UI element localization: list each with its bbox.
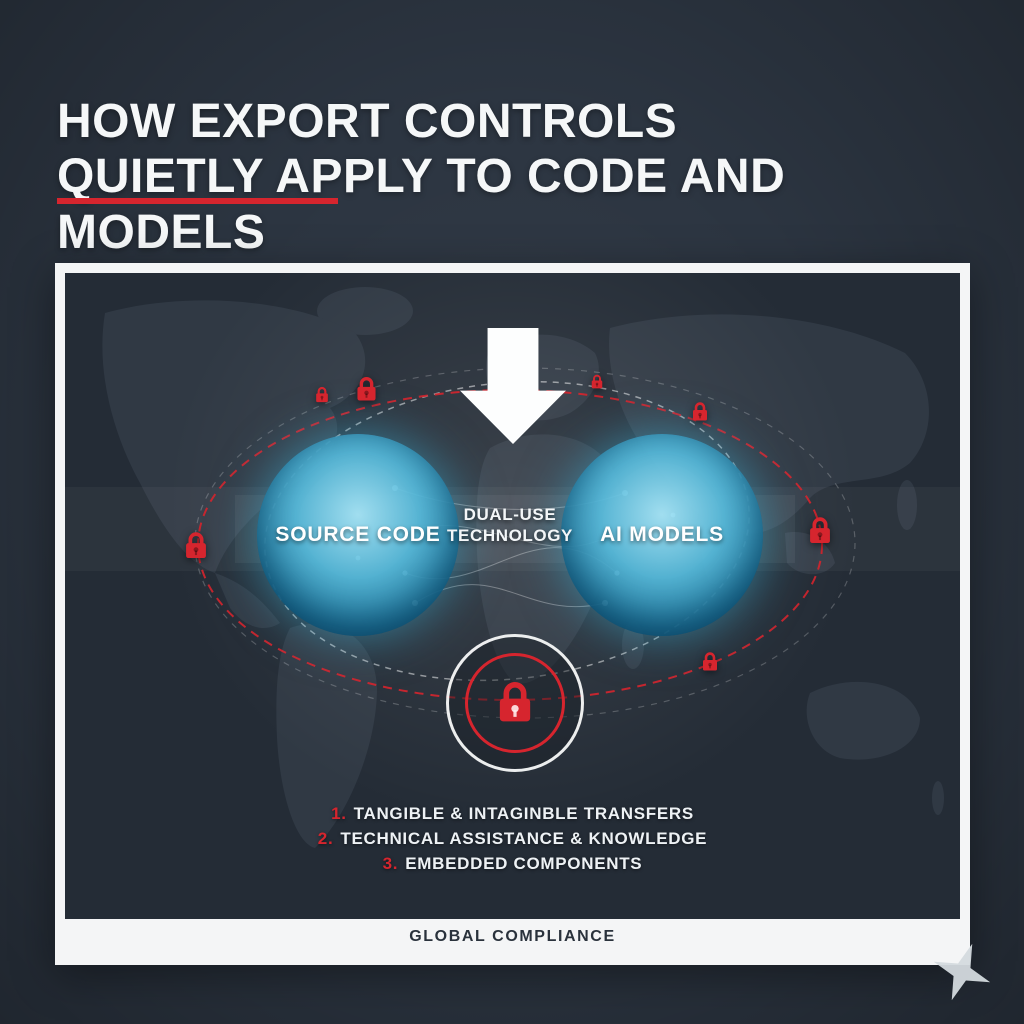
padlock-icon: [688, 400, 712, 424]
transfer-item-number: 1.: [331, 804, 347, 823]
page-title-line1: HOW EXPORT CONTROLS: [57, 95, 678, 149]
padlock-icon: [351, 374, 382, 405]
padlock-icon: [803, 514, 837, 548]
ai-models-label: AI MODELS: [600, 523, 724, 546]
padlock-icon: [588, 373, 606, 391]
transfer-item-text: TANGIBLE & INTAGINBLE TRANSFERS: [353, 804, 694, 823]
transfer-list: 1. TANGIBLE & INTAGINBLE TRANSFERS 2. TECH…: [65, 799, 960, 879]
padlock-icon: [312, 385, 332, 405]
source-code-label: SOURCE CODE: [275, 523, 441, 546]
transfer-item-number: 2.: [317, 829, 334, 848]
padlock-icon: [698, 650, 722, 674]
world-map-area: SOURCE CODE AI MODELS DUAL-USE TECHNOLOGY…: [65, 273, 960, 919]
transfer-item-text: TECHNICAL ASSISTANCE & KNOWLEDGE: [340, 829, 708, 848]
transfer-item: 2. TECHNICAL ASSISTANCE & KNOWLEDGE: [65, 829, 960, 849]
transfer-item-text: EMBEDDED COMPONENTS: [405, 854, 643, 873]
dual-use-line2: TECHNOLOGY: [447, 526, 573, 546]
central-lock-red-ring: [465, 653, 565, 753]
footer-bar: GLOBAL COMPLIANCE: [65, 919, 960, 955]
page-title-line2: QUIETLY APPLY TO CODE AND MODELS: [57, 150, 786, 259]
transfer-item-number: 3.: [382, 854, 399, 873]
footer-label: GLOBAL COMPLIANCE: [409, 928, 616, 945]
padlock-icon: [489, 677, 541, 729]
transfer-item: 1. TANGIBLE & INTAGINBLE TRANSFERS: [65, 804, 960, 824]
ai-models-node: AI MODELS: [561, 434, 763, 636]
source-code-node: SOURCE CODE: [257, 434, 459, 636]
central-lock-emblem: [446, 634, 584, 772]
diagram-panel: SOURCE CODE AI MODELS DUAL-USE TECHNOLOGY…: [55, 263, 970, 965]
transfer-item: 3. EMBEDDED COMPONENTS: [65, 854, 960, 874]
dual-use-line1: DUAL-USE: [463, 505, 557, 524]
dual-use-label: DUAL-USE TECHNOLOGY: [420, 504, 600, 547]
padlock-icon: [179, 529, 213, 563]
title-underline: [57, 198, 338, 204]
